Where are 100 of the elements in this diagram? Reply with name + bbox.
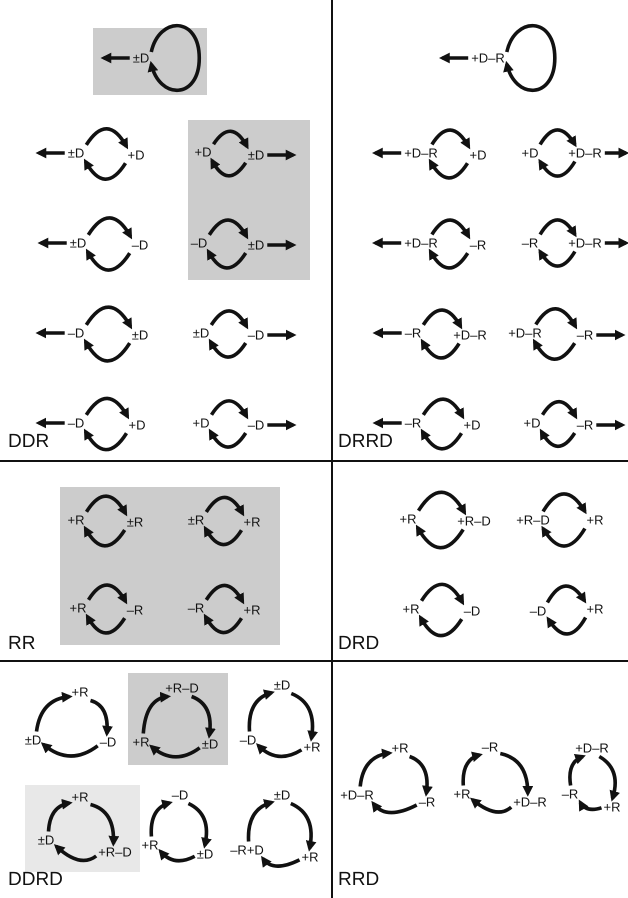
arrow [422, 308, 462, 330]
state-label: –D [100, 736, 116, 748]
state-label: +D–R [568, 236, 602, 250]
state-label: +R [142, 838, 158, 852]
state-label: +R [70, 602, 86, 614]
arrow [208, 428, 248, 449]
arrow [208, 218, 248, 240]
state-label: +R [604, 800, 620, 814]
arrow [438, 52, 468, 64]
arrow [84, 158, 127, 181]
arrow [290, 802, 316, 852]
arrow [461, 752, 483, 786]
state-label: ±D [132, 52, 150, 64]
arrow [85, 494, 128, 516]
arrow [267, 330, 297, 340]
shaded-box [128, 673, 228, 765]
state-label: +D–R [513, 796, 547, 808]
panel-label: DRD [338, 634, 380, 653]
arrow [542, 492, 587, 514]
state-label: +R [586, 602, 604, 616]
state-label: +R [304, 740, 320, 754]
arrow [372, 238, 402, 248]
state-label: +D–R [404, 236, 438, 250]
arrow [596, 330, 626, 340]
state-label: ±D [38, 834, 54, 846]
state-label: +R [68, 514, 84, 526]
state-label: +D [470, 148, 486, 162]
arrow [538, 158, 576, 178]
shaded-box [60, 487, 280, 645]
arrow [428, 248, 470, 270]
arrow [596, 420, 626, 430]
state-label: +R [244, 516, 260, 528]
state-label: +R [400, 512, 416, 526]
arrow [248, 690, 275, 732]
state-label: +D [128, 148, 144, 162]
arrow [158, 848, 196, 862]
arrow [84, 305, 132, 330]
arrow [546, 584, 586, 604]
arrow [418, 614, 464, 638]
arrow [372, 328, 402, 338]
arrow [84, 127, 128, 150]
state-label: +R [302, 850, 318, 864]
state-label: +R–D [516, 514, 550, 526]
arrow [500, 752, 533, 797]
state-label: +R–D [457, 514, 491, 528]
arrow [84, 338, 132, 363]
state-label: ±D [248, 238, 264, 252]
state-label: ±D [196, 848, 214, 860]
state-label: –R [418, 796, 436, 808]
panel-label: RRD [338, 870, 380, 889]
arrow [87, 583, 128, 604]
state-label: –D [464, 604, 480, 618]
state-label: +R [132, 736, 150, 748]
arrow [246, 800, 275, 842]
state-label: –D [172, 788, 188, 802]
arrow [54, 844, 98, 862]
state-label: +D–R [568, 146, 602, 160]
state-label: –R [404, 416, 422, 430]
state-label: +D [128, 418, 146, 432]
arrow [86, 248, 132, 272]
state-label: –R [482, 740, 498, 754]
loop-arrow [148, 24, 202, 92]
arrow [578, 800, 602, 812]
arrow [267, 150, 296, 160]
panel-label: DRRD [338, 432, 393, 451]
state-label: +D [522, 146, 538, 160]
arrow [541, 526, 586, 548]
state-label: –R [522, 236, 538, 250]
panel [0, 0, 333, 462]
arrow [267, 240, 296, 250]
arrow [86, 614, 126, 635]
state-label: –D [68, 416, 84, 430]
state-label: –D [240, 734, 256, 746]
arrow [84, 428, 128, 452]
arrow [148, 744, 201, 759]
arrow [149, 800, 173, 837]
state-label: –R [470, 238, 486, 252]
arrow [204, 496, 244, 516]
state-label: +D–R [404, 146, 438, 160]
state-label: –R [562, 788, 578, 800]
state-label: –R [576, 418, 594, 432]
state-label: –D [248, 328, 264, 342]
arrow [538, 218, 577, 238]
arrow [90, 802, 119, 847]
arrow [604, 238, 628, 248]
state-label: +R–D [165, 682, 199, 694]
state-label: –R [404, 326, 422, 340]
shaded-box [25, 785, 140, 872]
arrow [420, 582, 464, 606]
shaded-box [93, 28, 207, 95]
state-label: ±D [68, 146, 84, 160]
state-label: ±D [202, 738, 218, 750]
arrow [358, 748, 393, 787]
arrow [212, 130, 249, 150]
state-label: –R [188, 602, 204, 614]
state-label: ±D [70, 236, 86, 250]
state-label: ±D [274, 788, 290, 802]
state-label: –D [530, 604, 546, 618]
state-label: ±D [24, 734, 42, 746]
state-label: +D–R [575, 742, 609, 754]
